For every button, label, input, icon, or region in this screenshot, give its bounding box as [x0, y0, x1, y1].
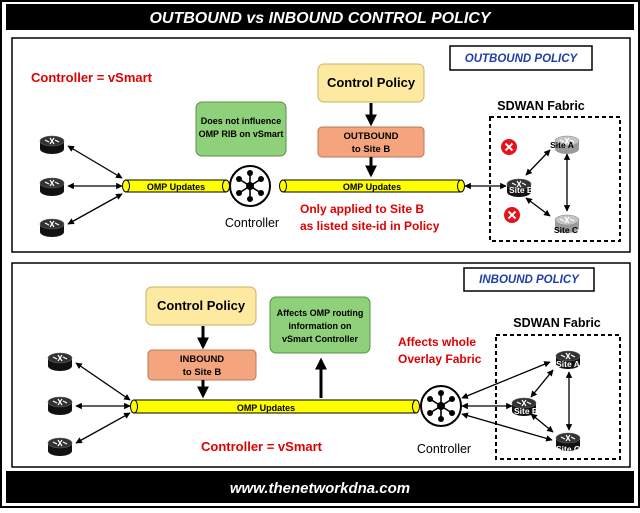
inbound-affects-note-1: Affects whole — [398, 335, 476, 349]
outbound-edge-router-2 — [39, 177, 65, 197]
inbound-note-line-3: vSmart Controller — [282, 334, 359, 344]
outbound-blocked-site-c-icon — [503, 206, 521, 224]
inbound-control-policy-box — [145, 286, 257, 326]
outbound-control-policy-box — [317, 63, 425, 103]
outbound-site-c-label: Site C — [554, 225, 578, 235]
inbound-omp-label: OMP Updates — [237, 403, 295, 413]
outbound-controller-icon — [229, 165, 271, 207]
inbound-edge-router-2 — [47, 396, 73, 416]
outbound-applied-note-1: Only applied to Site B — [300, 202, 424, 216]
outbound-tag-label: OUTBOUND POLICY — [465, 53, 579, 65]
outbound-direction-line-2: to Site B — [352, 144, 391, 155]
outbound-edge-links — [67, 145, 123, 225]
outbound-controller-eq: Controller = vSmart — [31, 70, 153, 85]
inbound-note-line-1: Affects OMP routing — [277, 308, 364, 318]
outbound-controller-label: Controller — [225, 216, 279, 230]
outbound-blocked-site-a-icon — [500, 138, 518, 156]
inbound-controller-links — [461, 361, 553, 442]
inbound-omp-pipe — [130, 399, 420, 414]
outbound-note-box — [195, 101, 287, 157]
title-bar — [6, 4, 634, 30]
outbound-site-b-label: Site B — [509, 185, 533, 195]
inbound-fabric-label: SDWAN Fabric — [513, 316, 601, 330]
inbound-controller-icon — [420, 385, 462, 427]
inbound-site-c-label: Site C — [556, 444, 580, 454]
inbound-note-box — [269, 296, 371, 354]
footer-bar — [6, 471, 634, 503]
page-title: OUTBOUND vs INBOUND CONTROL POLICY — [149, 10, 491, 27]
footer-url: www.thenetworkdna.com — [230, 480, 410, 497]
inbound-site-links — [530, 369, 573, 433]
inbound-controller-eq: Controller = vSmart — [201, 439, 323, 454]
outbound-omp-label-left: OMP Updates — [147, 182, 205, 192]
outbound-site-links — [525, 149, 571, 217]
outbound-fabric-box — [489, 116, 621, 242]
outbound-edge-router-1 — [39, 135, 65, 155]
outbound-tag — [449, 45, 593, 71]
outbound-omp-pipe-left — [122, 179, 230, 193]
outbound-control-policy-label: Control Policy — [327, 75, 416, 90]
inbound-site-b-label: Site B — [514, 406, 538, 416]
outbound-omp-label-right: OMP Updates — [343, 182, 401, 192]
outbound-note-line-2: OMP RIB on vSmart — [199, 129, 284, 139]
inbound-tag-label: INBOUND POLICY — [479, 274, 580, 286]
inbound-edge-router-1 — [47, 352, 73, 372]
outbound-omp-pipe-right — [279, 179, 465, 193]
inbound-note-line-2: information on — [289, 321, 352, 331]
outbound-edge-router-3 — [39, 218, 65, 238]
inbound-edge-links — [75, 362, 131, 444]
outbound-note-line-1: Does not influence — [201, 116, 282, 126]
outbound-fabric-label: SDWAN Fabric — [497, 99, 585, 113]
inbound-controller-label: Controller — [417, 442, 471, 456]
inbound-affects-note-2: Overlay Fabric — [398, 352, 482, 366]
inbound-site-a-label: Site A — [556, 359, 580, 369]
outbound-direction-line-1: OUTBOUND — [344, 131, 399, 142]
inbound-edge-router-3 — [47, 437, 73, 457]
inbound-tag — [463, 267, 595, 292]
outbound-site-a-label: Site A — [550, 140, 574, 150]
inbound-direction-line-1: INBOUND — [180, 354, 224, 365]
inbound-direction-line-2: to Site B — [183, 367, 222, 378]
outbound-applied-note-2: as listed site-id in Policy — [300, 219, 440, 233]
inbound-control-policy-label: Control Policy — [157, 298, 246, 313]
